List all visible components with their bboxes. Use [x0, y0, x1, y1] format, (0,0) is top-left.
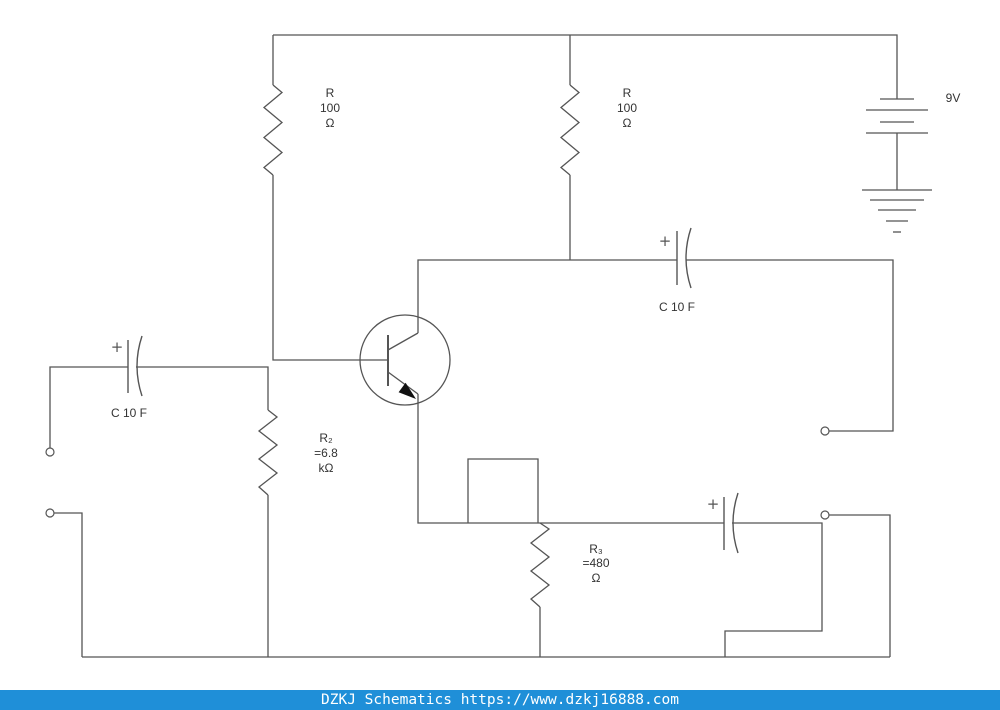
resistor-r2-label-unit: kΩ: [319, 461, 334, 475]
circuit-schematic: 9V R 100 Ω R 100 Ω + C 10 F + C 10 F: [45, 34, 961, 658]
output-terminal-lower: [820, 510, 830, 520]
ground-symbol: [862, 189, 932, 233]
capacitor-input-polarity: +: [111, 338, 124, 356]
resistor-r2: [257, 409, 279, 496]
battery-label: 9V: [946, 91, 961, 105]
wire-input-cap-to-r2: [136, 366, 269, 410]
capacitor-output-polarity: +: [659, 232, 672, 250]
resistor-collector-load: [559, 84, 581, 176]
wire-output-lower: [829, 514, 891, 657]
resistor-r3-label-unit: Ω: [592, 571, 601, 585]
npn-transistor: [359, 314, 451, 406]
wire-emitter-loop: [467, 458, 539, 523]
transistor-body: [359, 314, 451, 406]
footer-text: DZKJ Schematics https://www.dzkj16888.co…: [321, 692, 679, 708]
resistor-r3-label-value: =480: [582, 556, 609, 570]
emitter-arrow-icon: [398, 382, 416, 399]
resistor-r2-label-value: =6.8: [314, 446, 338, 460]
capacitor-input-label: C 10 F: [111, 406, 147, 420]
wire-top-rail: [273, 34, 898, 99]
resistor-collector-label-name: R: [623, 86, 632, 100]
wire-emitter-cap-to-ground: [724, 522, 823, 657]
resistor-base-bias-label-name: R: [326, 86, 335, 100]
wire-emitter: [417, 394, 724, 524]
wire-output-upper: [686, 259, 894, 432]
wire-input-upper: [49, 366, 128, 448]
transistor-emitter-lead: [387, 371, 419, 395]
resistor-base-bias-label-unit: Ω: [326, 116, 335, 130]
wire-base-resistor-to-base: [272, 175, 388, 361]
resistor-collector-label-value: 100: [617, 101, 637, 115]
wire-input-lower: [54, 512, 83, 657]
resistor-base-bias-label-value: 100: [320, 101, 340, 115]
capacitor-input-plate-curved: [136, 335, 143, 397]
transistor-collector-lead: [387, 332, 419, 351]
capacitor-output-plate-curved: [685, 227, 692, 289]
resistor-r3-label-name: R₃: [589, 542, 603, 556]
resistor-r3: [529, 522, 551, 608]
wire-collector: [417, 259, 677, 333]
output-terminal-upper: [820, 426, 830, 436]
battery: [866, 98, 928, 190]
capacitor-emitter-polarity: +: [707, 495, 720, 513]
input-terminal-lower: [45, 508, 55, 518]
resistor-r2-label-name: R₂: [319, 431, 333, 445]
watermark-footer: DZKJ Schematics https://www.dzkj16888.co…: [0, 690, 1000, 710]
capacitor-output-label: C 10 F: [659, 300, 695, 314]
input-terminal-upper: [45, 447, 55, 457]
resistor-collector-label-unit: Ω: [623, 116, 632, 130]
resistor-base-bias: [262, 84, 284, 176]
